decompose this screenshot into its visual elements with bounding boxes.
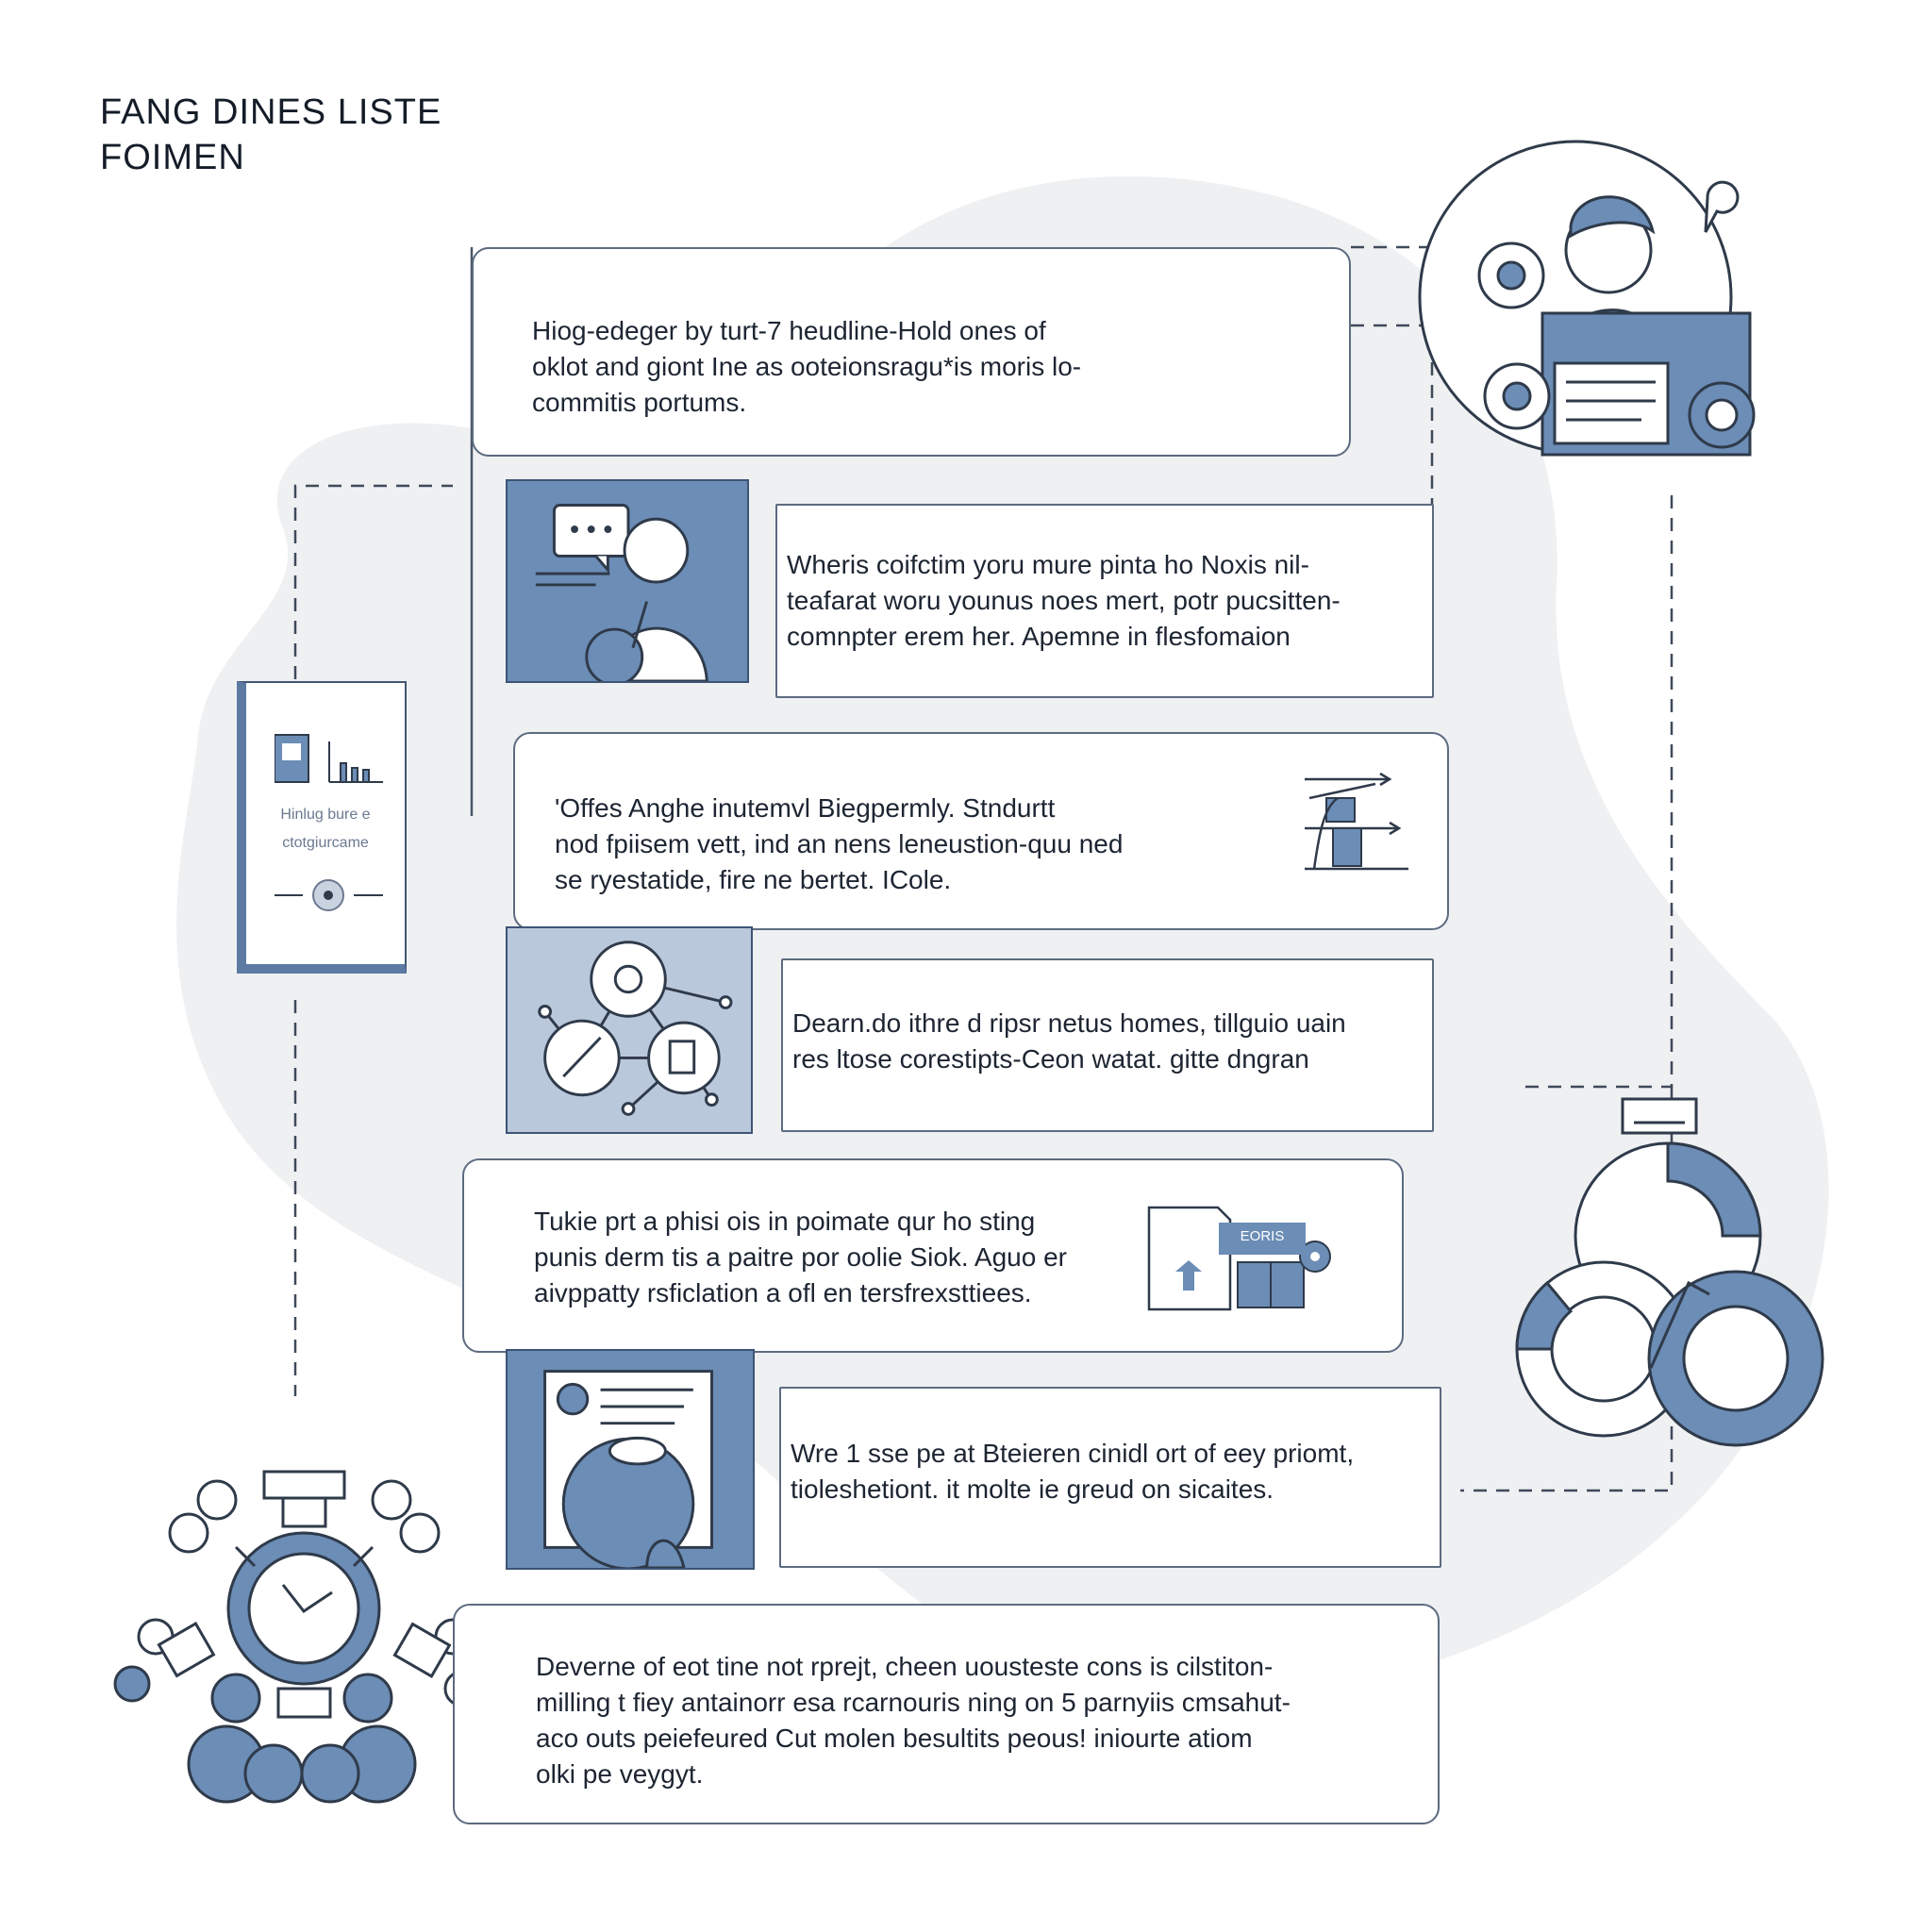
info-card-3-text: 'Offes Anghe inutemvl Biegpermly. Stndur… [555,793,1124,894]
info-card-2: Wheris coifctim yoru mure pinta ho Noxis… [775,504,1434,698]
info-card-7-text: Deverne of eot tine not rprejt, cheen uo… [536,1652,1291,1789]
info-card-7: Deverne of eot tine not rprejt, cheen uo… [453,1604,1440,1824]
phone-slider-icon [275,879,383,911]
network-nodes-icon [506,926,753,1134]
info-card-5: Tukie prt a phisi ois in poimate qur ho … [462,1158,1404,1353]
globe-document-icon [506,1349,755,1570]
info-card-5-text: Tukie prt a phisi ois in poimate qur ho … [534,1207,1067,1307]
diagram-title-line-2: FOIMEN [100,138,245,177]
phone-text-line-2: ctotgiurcame [282,835,369,851]
info-card-4-text: Dearn.do ithre d ripsr netus homes, till… [792,1008,1346,1074]
growth-chart-icon [1305,772,1408,871]
info-card-6: Wre 1 sse pe at Bteieren cinidl ort of e… [779,1387,1441,1568]
info-card-2-text: Wheris coifctim yoru mure pinta ho Noxis… [787,550,1341,651]
diagram-title-line-1: FANG DINES LISTE [100,92,442,132]
info-card-6-text: Wre 1 sse pe at Bteieren cinidl ort of e… [791,1439,1355,1504]
tag-icon [1621,1097,1698,1135]
doc-badge [1219,1223,1306,1255]
info-card-4: Dearn.do ithre d ripsr netus homes, till… [781,958,1434,1132]
info-card-1: Hiog-edeger by turt-7 heudline-Hold ones… [472,247,1351,457]
cycle-arrows-icon [1515,1141,1824,1447]
info-card-1-text: Hiog-edeger by turt-7 heudline-Hold ones… [532,316,1082,417]
info-card-3: 'Offes Anghe inutemvl Biegpermly. Stndur… [513,732,1449,930]
phone-text-line-1: Hinlug bure e [280,807,371,823]
doc-badge-label: EORIS [1240,1228,1285,1244]
mobile-phone-icon: Hinlug bure e ctotgiurcame [237,681,407,974]
phone-chart-icon [275,734,383,783]
person-at-laptop-icon [1418,140,1756,457]
document-chart-icon: EORIS [1147,1206,1336,1311]
clock-network-icon [113,1470,481,1804]
speech-bubble-person-icon [506,479,749,683]
